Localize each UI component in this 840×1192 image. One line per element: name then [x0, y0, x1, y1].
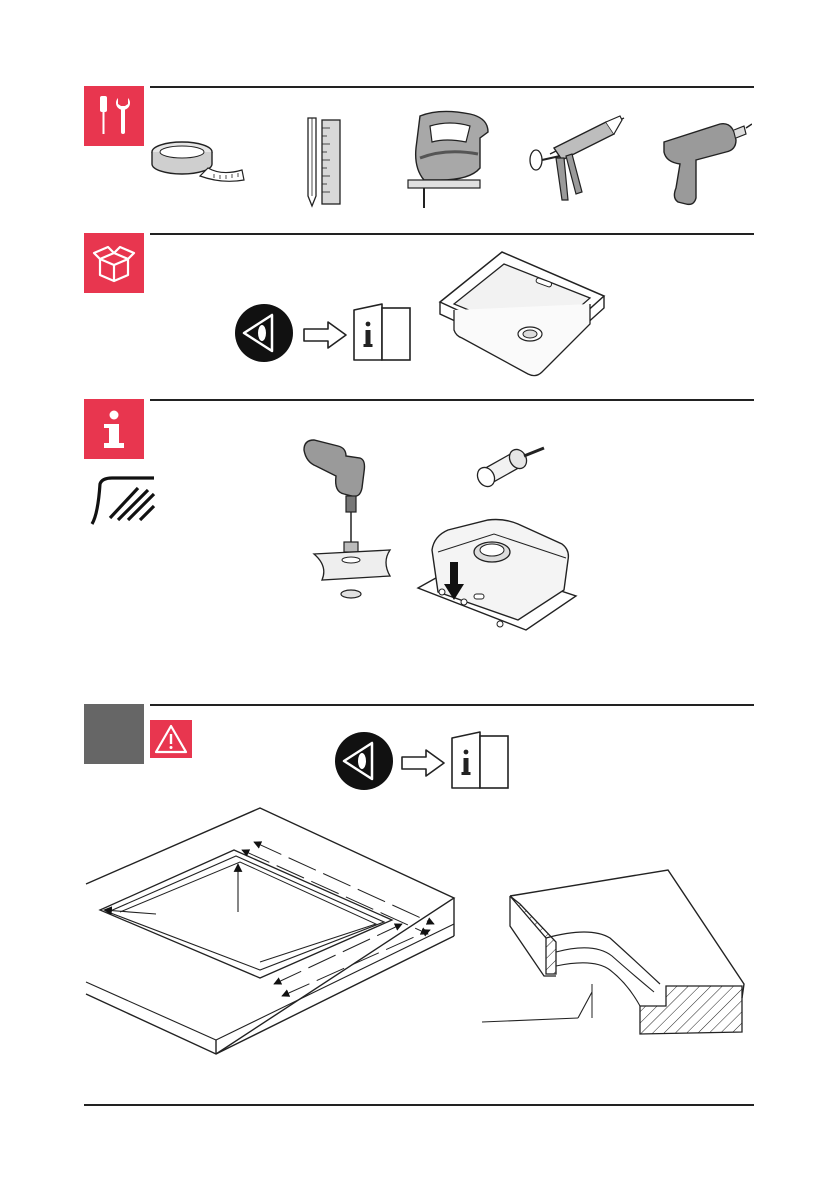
- hole-saw-bit-icon: [474, 440, 546, 500]
- info-icon: [84, 399, 144, 459]
- warning-icon: [150, 720, 192, 758]
- pencil-ruler-icon: [304, 114, 344, 208]
- sink-underside-drilling-icon: [414, 512, 580, 640]
- arrow-right-icon: [302, 320, 348, 350]
- section-divider-package: [150, 233, 754, 235]
- info-leaflet-icon: [352, 302, 414, 362]
- eye-icon: [234, 303, 294, 363]
- info-badge: [84, 399, 144, 459]
- measuring-tape-icon: [150, 138, 246, 184]
- caulking-gun-icon: [520, 114, 626, 206]
- step-badge: [84, 704, 144, 764]
- package-badge: [84, 233, 144, 293]
- arrow-right-icon: [400, 748, 446, 778]
- jigsaw-icon: [400, 108, 496, 212]
- surface-material-icon: [88, 474, 158, 526]
- countertop-cutout-diagram: [84, 806, 456, 1056]
- power-drill-icon: [656, 110, 752, 210]
- section-divider-info: [150, 399, 754, 401]
- tools-icon: [84, 86, 144, 146]
- page-footer-rule: [84, 1104, 754, 1106]
- sink-icon: [432, 250, 612, 382]
- section-divider-step: [150, 704, 754, 706]
- info-leaflet-icon: [450, 730, 512, 790]
- eye-icon: [334, 731, 394, 791]
- drill-with-holesaw-icon: [300, 436, 394, 606]
- tools-badge: [84, 86, 144, 146]
- box-icon: [84, 233, 144, 293]
- countertop-edge-profile-diagram: [480, 866, 750, 1036]
- section-divider-tools: [150, 86, 754, 88]
